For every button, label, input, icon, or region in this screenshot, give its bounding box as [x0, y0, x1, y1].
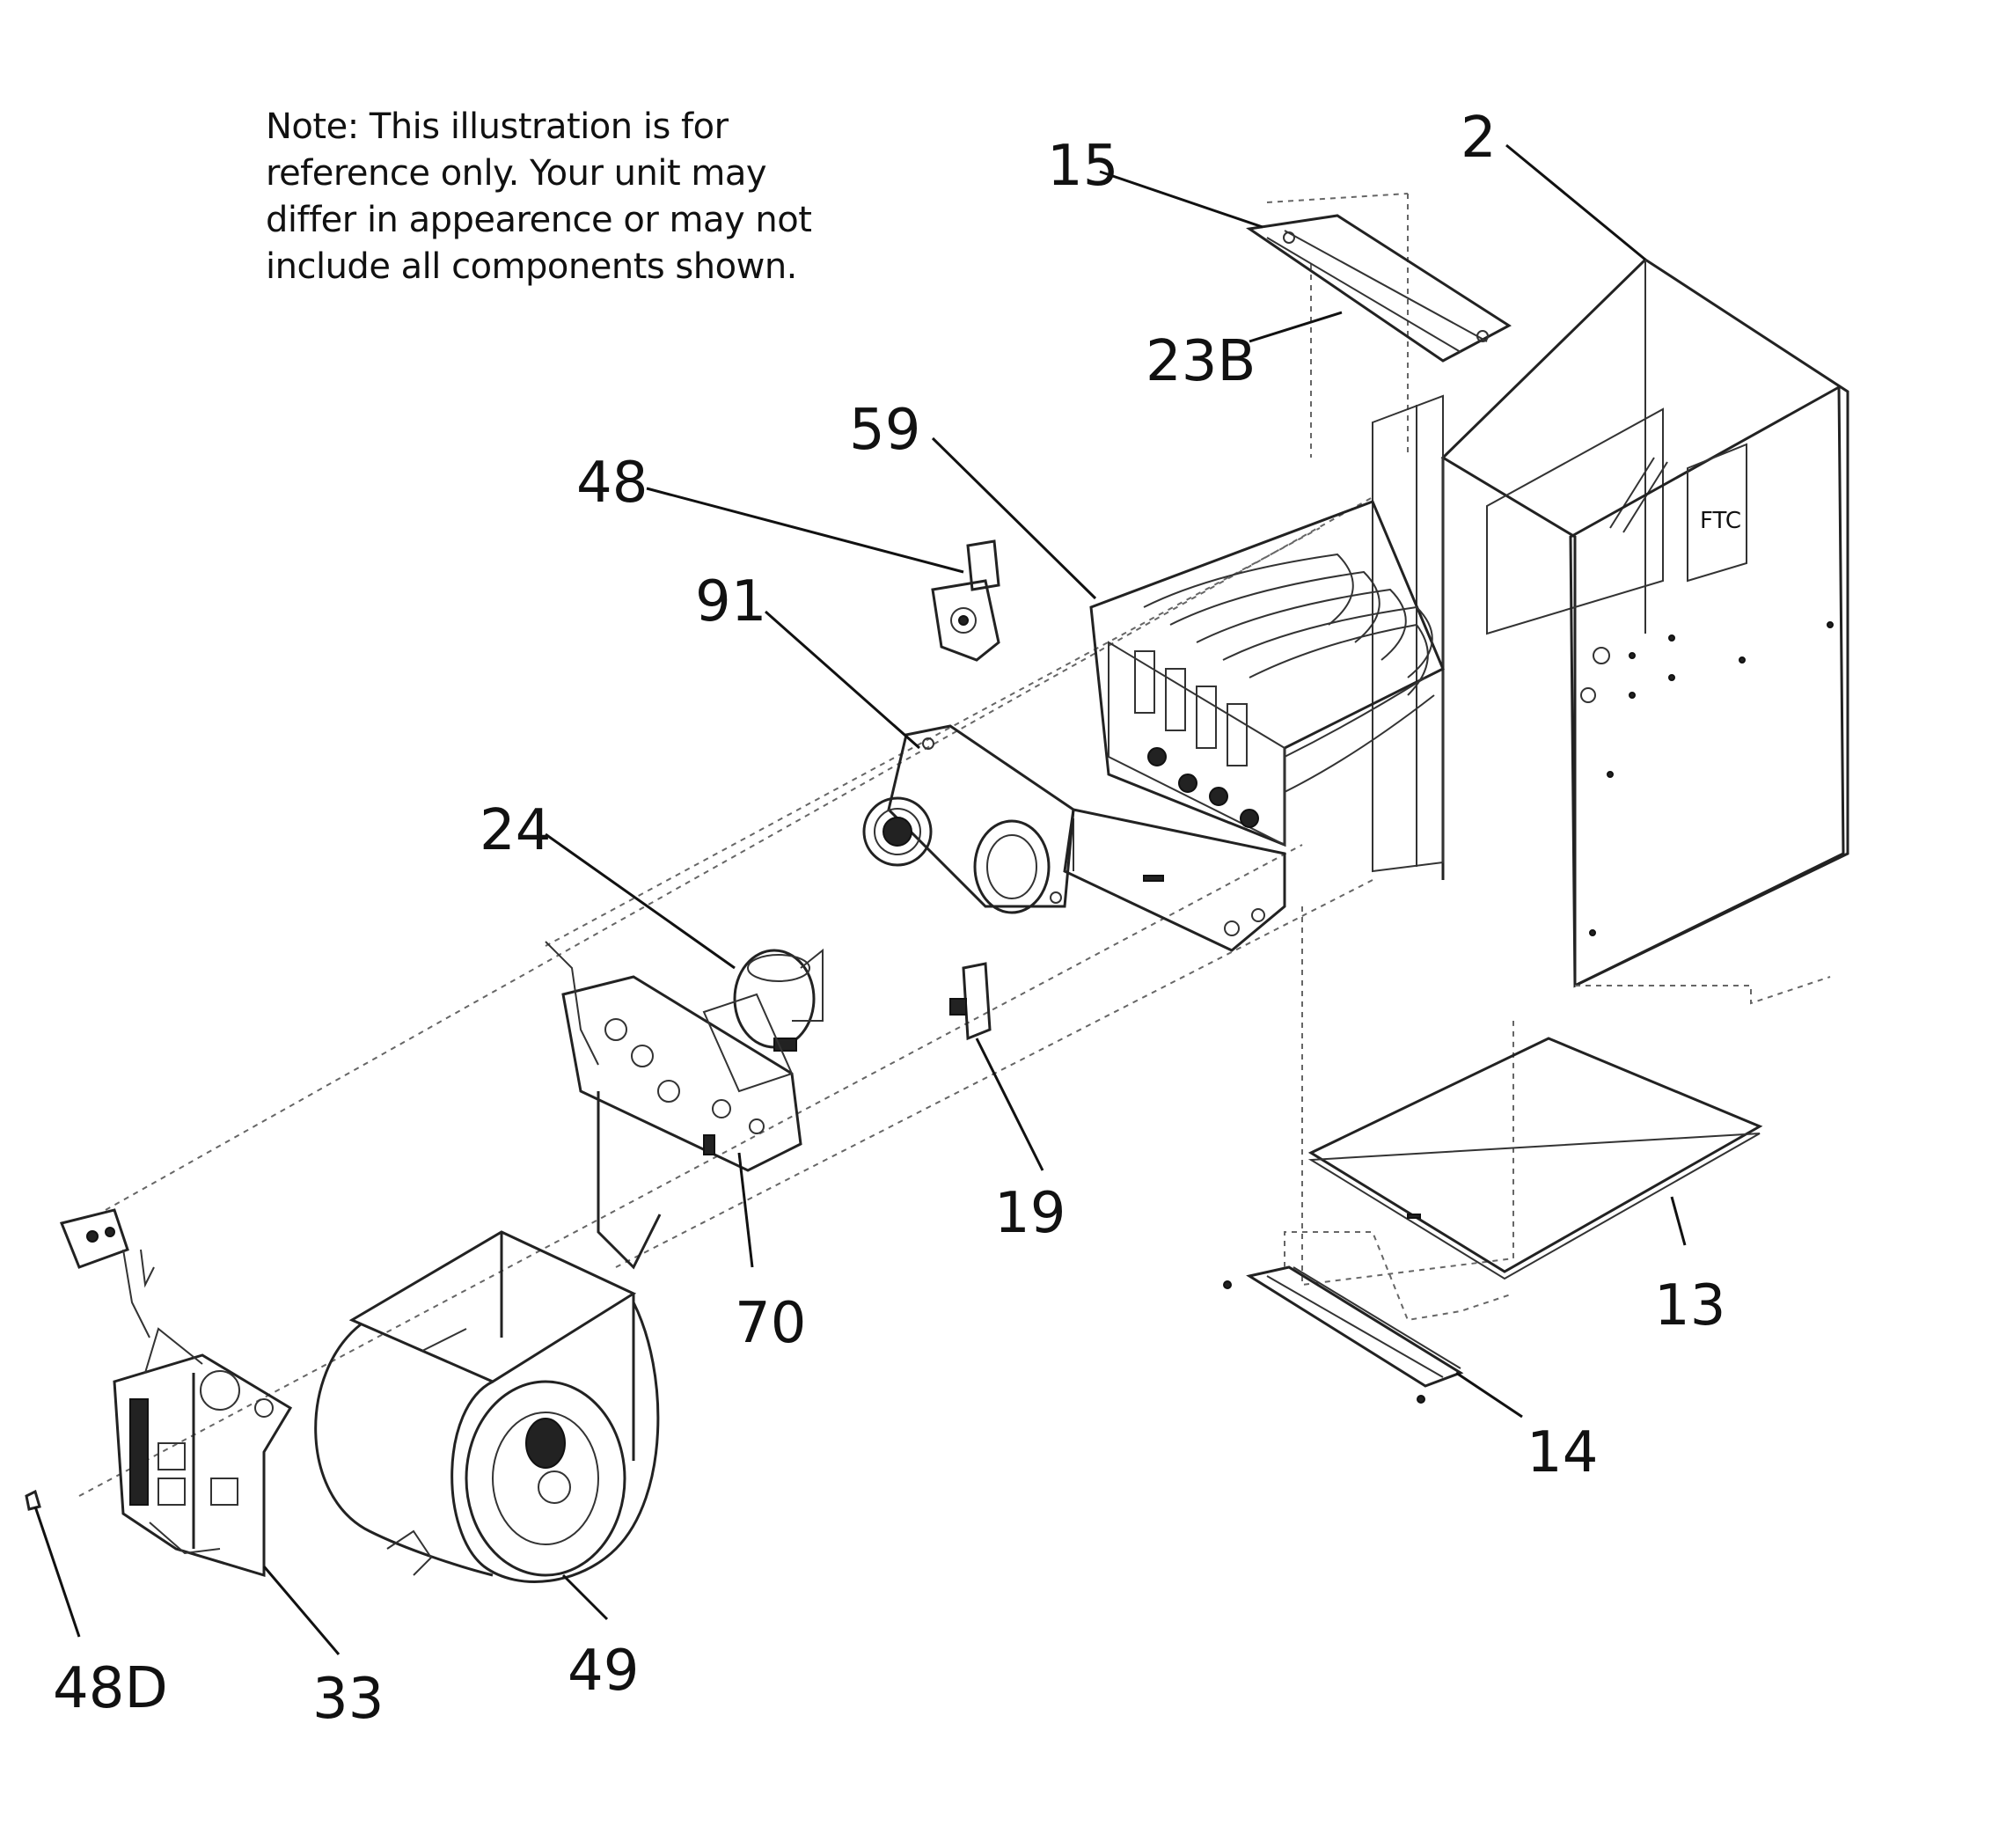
callout-13: 13: [1654, 1273, 1725, 1338]
pressure-switch-part-24: [735, 950, 823, 1051]
reference-note: Note: This illustration is for reference…: [266, 104, 899, 290]
callout-70: 70: [735, 1291, 806, 1356]
control-board-part-48D: [26, 1210, 154, 1509]
callout-leaders: [35, 145, 1685, 1654]
note-line-4: include all components shown.: [266, 246, 797, 287]
callout-59: 59: [849, 398, 920, 463]
callout-labels: 2 15 23B 59 48 91 24 19 70 13 14 48D 33 …: [53, 106, 1725, 1732]
limit-switch-part-19: [950, 964, 990, 1038]
burner-tray: [1065, 810, 1285, 950]
heat-exchanger-part-59: [1091, 502, 1443, 845]
callout-19: 19: [994, 1181, 1066, 1246]
callout-14: 14: [1527, 1420, 1598, 1485]
callout-33: 33: [312, 1667, 384, 1732]
callout-49: 49: [568, 1639, 639, 1704]
cabinet-part-2: FTC: [1302, 260, 1848, 1285]
bottom-panel-part-13: [1311, 1038, 1760, 1279]
callout-2: 2: [1461, 106, 1497, 171]
callout-48d: 48D: [53, 1656, 168, 1721]
gas-valve-assembly-part-70: [546, 942, 801, 1267]
blower-assembly-part-49: [316, 1232, 658, 1581]
junction-box-part-33: [114, 1329, 290, 1575]
top-bracket-part-15: [1249, 216, 1509, 361]
note-line-1: Note: This illustration is for: [266, 106, 729, 147]
cabinet-label: FTC: [1700, 508, 1741, 534]
callout-15: 15: [1047, 134, 1118, 199]
callout-91: 91: [695, 569, 766, 634]
bracket-part-48: [933, 541, 999, 660]
callout-23b: 23B: [1146, 329, 1256, 394]
note-line-3: differ in appearence or may not: [266, 200, 812, 240]
callout-48: 48: [576, 451, 648, 516]
callout-24: 24: [480, 798, 551, 863]
note-line-2: reference only. Your unit may: [266, 153, 767, 194]
inducer-assembly-part-91: [864, 726, 1073, 913]
base-rail-part-14: [1224, 1232, 1513, 1403]
